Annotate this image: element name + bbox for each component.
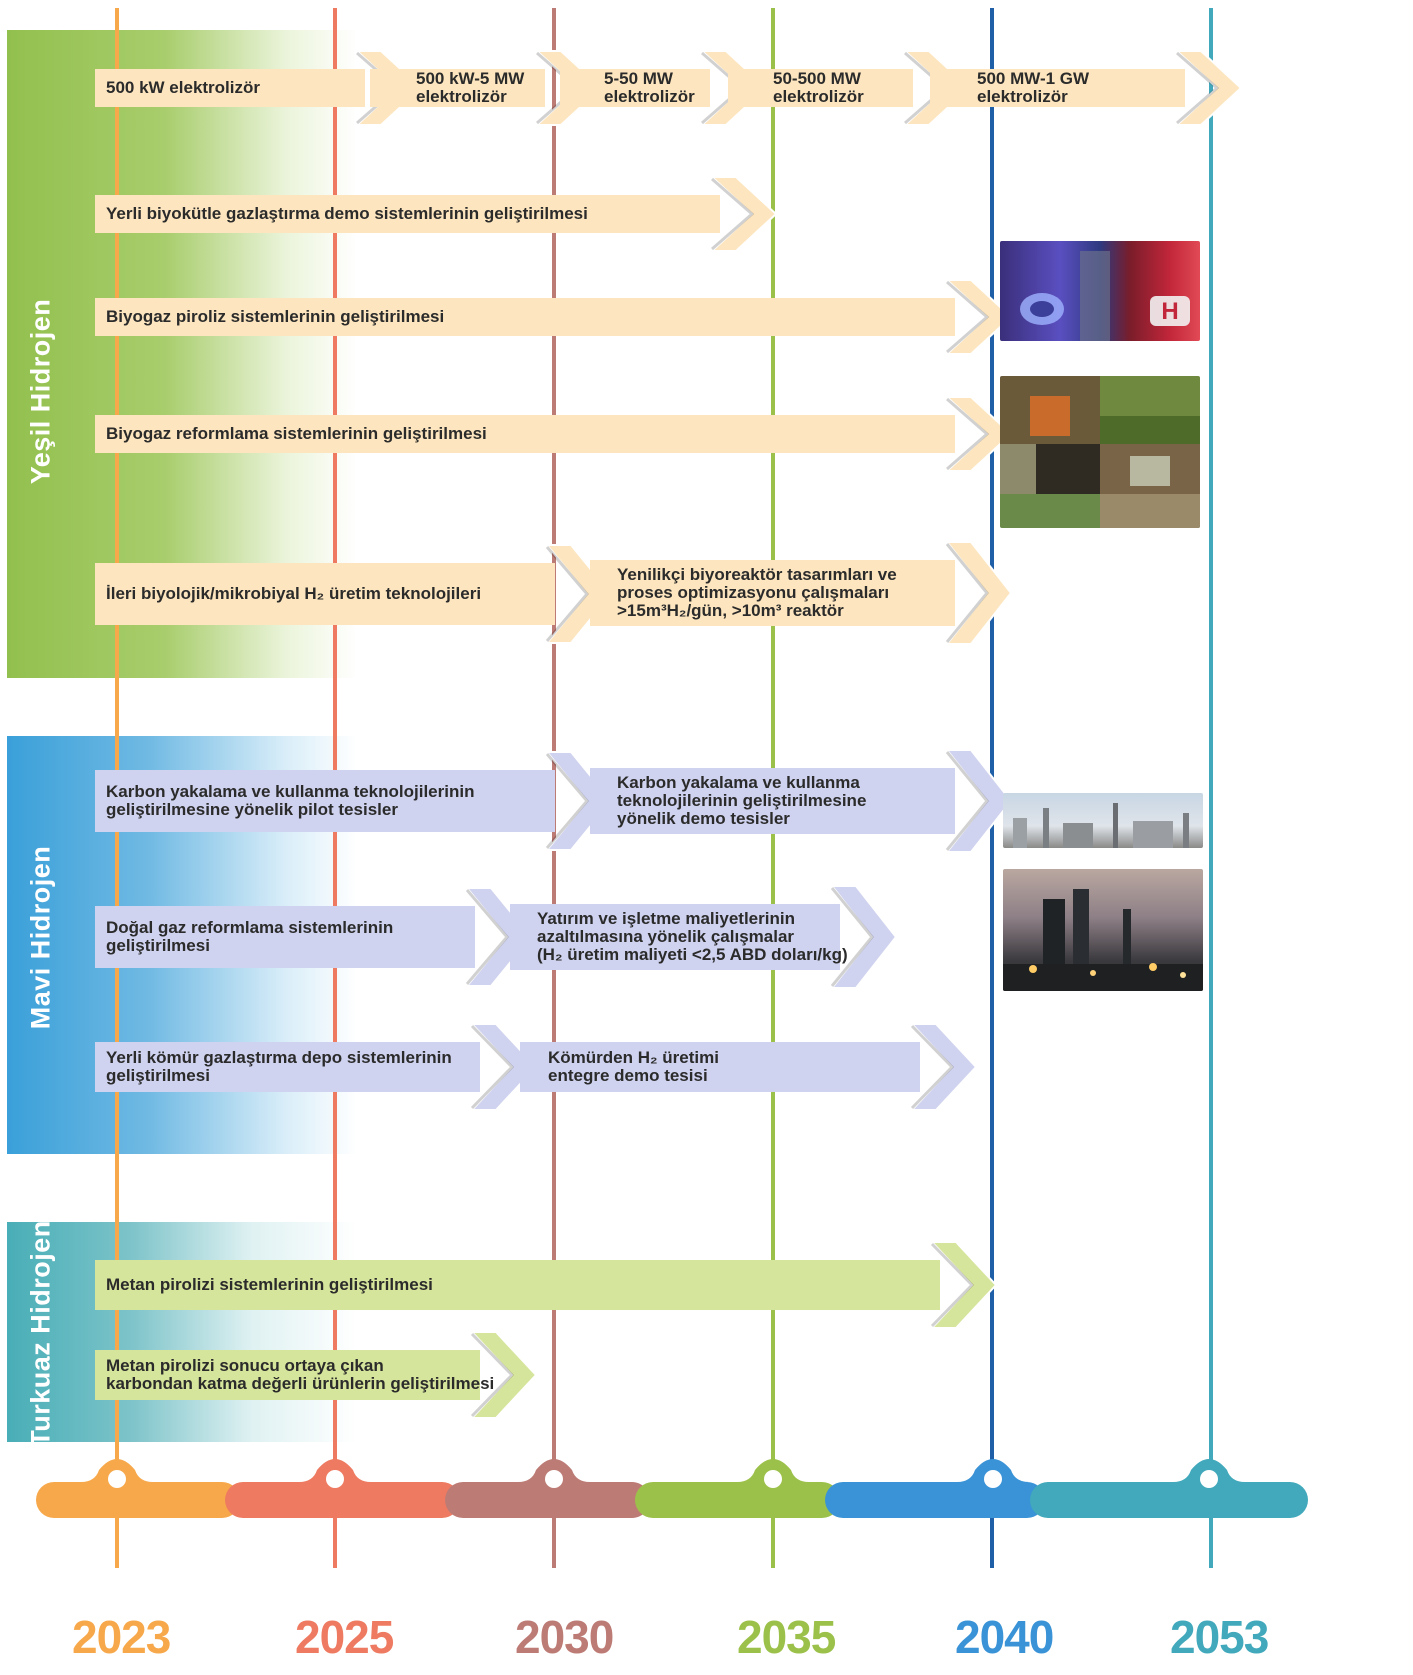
electrolyzer-5-bar bbox=[930, 69, 1185, 107]
bio-hydrogen-b-chevron-shade bbox=[945, 543, 989, 643]
year-label-2040: 2040 bbox=[955, 1611, 1054, 1663]
timeline-pin-dot-2035 bbox=[764, 1470, 782, 1488]
methane-carbon-chevron-shade bbox=[470, 1332, 515, 1418]
refinery-photo-2 bbox=[1003, 869, 1203, 991]
category-turquoise: Turkuaz Hidrojen bbox=[7, 1220, 357, 1447]
year-line-2053 bbox=[1209, 8, 1213, 1568]
biogas-reforming-chevron-shade bbox=[946, 397, 990, 471]
coal-gasification-a-bar bbox=[95, 1042, 480, 1092]
gas-reforming-b-chevron-shade bbox=[830, 887, 874, 987]
electrolyzer-1-label: 500 kW elektrolizör bbox=[106, 78, 261, 97]
gas-reforming-b-bar bbox=[510, 904, 840, 970]
year-label-2030: 2030 bbox=[515, 1611, 614, 1663]
timeline-segment-2025 bbox=[225, 1482, 460, 1518]
coal-h2-b-chevron-shade bbox=[910, 1024, 955, 1110]
timeline-segment-2023 bbox=[36, 1482, 240, 1518]
biomass-gasification-chevron-shade bbox=[711, 177, 755, 251]
timeline-bar bbox=[36, 1459, 1308, 1518]
ccus-demo-chevron bbox=[944, 749, 1013, 853]
svg-text:H: H bbox=[1161, 298, 1178, 325]
year-label-2023: 2023 bbox=[72, 1611, 171, 1663]
methane-carbon-bar bbox=[95, 1350, 480, 1400]
electrolyzer-1-bar bbox=[95, 69, 365, 107]
methane-pyrolysis-bar bbox=[95, 1260, 940, 1310]
year-label-2035: 2035 bbox=[737, 1611, 836, 1663]
ccus-demo-chevron-shade bbox=[945, 751, 989, 851]
timeline-pin-dot-2053 bbox=[1200, 1470, 1218, 1488]
ccus-pilot-chevron-shade bbox=[545, 753, 589, 849]
biogas-pyrolysis-chevron-shade bbox=[946, 280, 990, 354]
bio-hydrogen-a-bar bbox=[95, 563, 555, 625]
biogas-pyrolysis-bar bbox=[95, 298, 955, 336]
timeline-segment-2035 bbox=[635, 1482, 840, 1518]
methane-pyrolysis-chevron-shade bbox=[930, 1242, 975, 1328]
gas-reforming-b-chevron bbox=[829, 885, 898, 989]
biomass-gasification-chevron bbox=[709, 176, 778, 252]
bio-hydrogen-b-chevron bbox=[944, 541, 1013, 645]
timeline-pin-dot-2030 bbox=[545, 1470, 563, 1488]
coal-h2-b-chevron bbox=[909, 1023, 978, 1111]
electrolyzer-3-bar bbox=[560, 69, 710, 107]
year-label-2053: 2053 bbox=[1170, 1611, 1269, 1663]
biogas-pyrolysis-label: Biyogaz piroliz sistemlerinin geliştiril… bbox=[106, 307, 445, 326]
biomass-collage-photo bbox=[1000, 376, 1200, 528]
biomass-gasification-bar bbox=[95, 195, 720, 233]
timeline-pin-dot-2023 bbox=[108, 1470, 126, 1488]
ccus-pilot-label: Karbon yakalama ve kullanma teknolojiler… bbox=[106, 782, 475, 819]
biogas-pyrolysis-chevron bbox=[944, 279, 1013, 355]
refinery-photo-1 bbox=[1003, 793, 1203, 848]
timeline-pin-dot-2040 bbox=[984, 1470, 1002, 1488]
timeline-pin-dot-2025 bbox=[326, 1470, 344, 1488]
coal-gasification-a-label: Yerli kömür gazlaştırma depo sistemlerin… bbox=[106, 1048, 452, 1085]
electrolyzer-photo: H bbox=[1000, 241, 1200, 341]
bio-hydrogen-b-bar bbox=[590, 560, 955, 626]
ccus-pilot-bar bbox=[95, 770, 555, 832]
electrolyzer-5-chevron bbox=[1174, 50, 1243, 126]
gas-reforming-a-chevron-shade bbox=[465, 889, 509, 985]
electrolyzer-2-bar bbox=[370, 69, 545, 107]
electrolyzer-5-chevron-shade bbox=[1176, 51, 1220, 125]
methane-carbon-chevron bbox=[469, 1331, 538, 1419]
biogas-reforming-chevron bbox=[944, 396, 1013, 472]
year-label-2025: 2025 bbox=[295, 1611, 394, 1663]
ccus-demo-bar bbox=[590, 768, 955, 834]
timeline-segment-2040 bbox=[825, 1482, 1045, 1518]
biogas-reforming-label: Biyogaz reformlama sistemlerinin gelişti… bbox=[106, 424, 487, 443]
timeline-segment-2030 bbox=[445, 1482, 650, 1518]
bio-hydrogen-a-label: İleri biyolojik/mikrobiyal H₂ üretim tek… bbox=[106, 584, 482, 603]
electrolyzer-4-bar bbox=[728, 69, 913, 107]
coal-h2-b-bar bbox=[520, 1042, 920, 1092]
coal-gasification-a-chevron-shade bbox=[470, 1024, 515, 1110]
gas-reforming-a-bar bbox=[95, 906, 475, 968]
timeline-segment-2053 bbox=[1030, 1482, 1308, 1518]
biomass-gasification-label: Yerli biyokütle gazlaştırma demo sisteml… bbox=[106, 204, 588, 223]
methane-pyrolysis-chevron bbox=[929, 1241, 998, 1329]
bio-hydrogen-a-chevron-shade bbox=[545, 546, 589, 642]
methane-pyrolysis-label: Metan pirolizi sistemlerinin geliştirilm… bbox=[106, 1275, 433, 1294]
biogas-reforming-bar bbox=[95, 415, 955, 453]
